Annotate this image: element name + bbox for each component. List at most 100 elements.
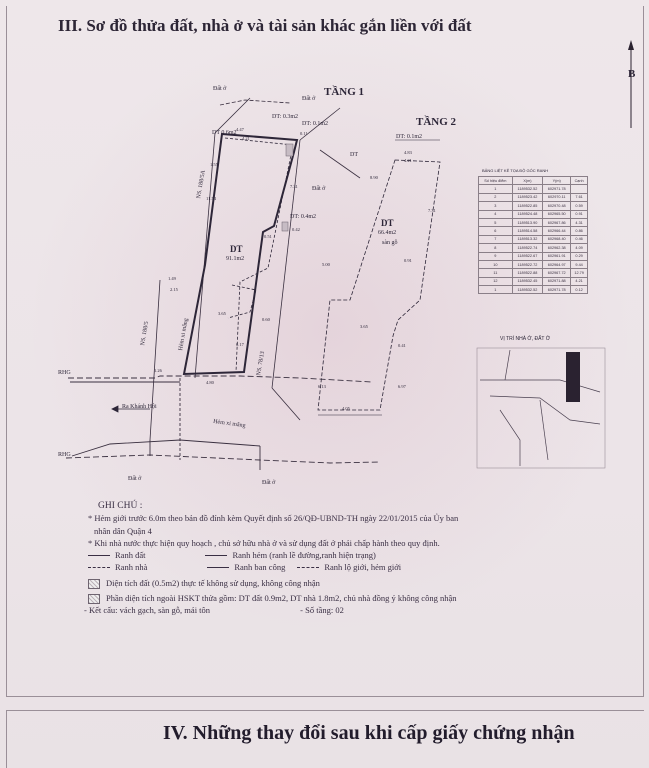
floor2-area-small: DT: [350, 152, 358, 158]
area-label-01: DT: 0.1m2: [302, 121, 329, 127]
coord-cell: 10: [478, 259, 513, 270]
dimension-label: 4.21: [242, 136, 250, 141]
road-direction-label: Ra Khánh Hội: [122, 404, 157, 410]
coord-cell: 2: [478, 192, 513, 203]
coord-cell: 1189524.48: [511, 209, 544, 219]
north-label: B: [628, 68, 636, 80]
coord-cell: 1189532.45: [511, 276, 544, 287]
coord-cell: 7: [478, 234, 513, 245]
note-line: Diện tích đất (0.5m2) thực tế không sử d…: [106, 577, 320, 588]
notes-heading: GHI CHÚ :: [98, 501, 143, 511]
road-boundary-top: [68, 375, 373, 383]
main-area-label: DT: [230, 244, 243, 254]
note-line: * Khi nhà nước thực hiện quy hoạch , chủ…: [88, 537, 440, 548]
dimension-label: 2.15: [170, 287, 178, 292]
hatch-swatch: [88, 594, 100, 605]
coord-cell: 602970.48: [542, 201, 572, 211]
coord-header: Số hiệu điểm: [478, 175, 513, 186]
north-arrow-icon: [628, 40, 634, 128]
legend-solid-line: [88, 554, 110, 556]
section-title: III. Sơ đồ thửa đất, nhà ở và tài sản kh…: [58, 16, 472, 35]
coord-cell: 0.29: [570, 251, 588, 261]
coord-table-caption: BẢNG LIỆT KÊ TỌA ĐỘ GÓC RANH: [482, 168, 549, 173]
frame-section4-left: [6, 710, 7, 768]
coord-cell: 0.12: [570, 285, 588, 295]
road-boundary-bottom: [65, 454, 381, 464]
location-marker: [566, 352, 580, 402]
coord-header: Y(m): [542, 175, 572, 186]
legend-thin-line: [207, 567, 230, 569]
coord-header: X(m): [511, 175, 544, 186]
parcel-floor-1: [182, 132, 299, 376]
floor2-area-label: DT: [381, 218, 394, 228]
coord-cell: 4.09: [570, 243, 588, 253]
coord-cell: 1189523.42: [511, 192, 544, 203]
dimension-label: 0.42: [292, 227, 300, 232]
floor2-floor-type: sàn gỗ: [382, 240, 398, 246]
legend-row-2: Ranh nhà Ranh ban công Ranh lộ giới, hẻm…: [88, 561, 628, 573]
coord-cell: 602967.72: [542, 268, 572, 278]
dimension-label: 4.21: [404, 158, 412, 163]
coord-cell: 1189522.88: [511, 268, 544, 278]
coord-cell: 0.91: [570, 209, 588, 219]
coord-cell: 602961.91: [542, 251, 572, 261]
coord-cell: 6: [478, 226, 513, 236]
coord-cell: 602962.38: [542, 243, 572, 253]
legend-dash-line: [88, 567, 110, 569]
coord-cell: 12: [478, 276, 513, 287]
coord-cell: 4: [478, 209, 513, 219]
coord-cell: 602967.86: [542, 217, 572, 228]
legend-label: Ranh lộ giới, hẻm giới: [324, 562, 402, 573]
frame-right: [643, 6, 644, 696]
coord-cell: 0.86: [570, 226, 588, 236]
coord-cell: 1189522.74: [511, 243, 544, 253]
legend-label: Ranh nhà: [115, 562, 148, 573]
floor-1-label: TẦNG 1: [324, 86, 365, 98]
dimension-label: 6.17: [236, 342, 244, 347]
dimension-label: 4.05: [342, 406, 350, 411]
coord-cell: 5: [478, 217, 513, 228]
coord-cell: 4.31: [570, 217, 588, 228]
coord-cell: 602971.88: [542, 276, 572, 287]
floor2-area-01: DT: 0.1m2: [396, 134, 423, 140]
frame-bottom: [6, 696, 644, 697]
coord-cell: 1189522.85: [511, 201, 544, 211]
coord-cell: [570, 184, 588, 194]
neighbor-label-1: Đất ở: [213, 86, 227, 92]
dimension-label: 6.97: [398, 384, 406, 389]
coord-cell: 12.79: [570, 268, 588, 278]
coord-cell: 602968.40: [542, 234, 572, 245]
dimension-label: 6.13: [318, 384, 326, 389]
coord-cell: 1189522.72: [511, 259, 544, 270]
coord-cell: 1189513.90: [511, 217, 544, 228]
dimension-label: 4.80: [206, 380, 214, 385]
legend-dash-line: [297, 567, 320, 569]
next-section-title: IV. Những thay đổi sau khi cấp giấy chứn…: [163, 722, 575, 744]
neighbor-label-2: Đất ở: [302, 96, 316, 102]
dimension-label: 11.54: [206, 196, 216, 201]
coord-cell: 602971.78: [542, 285, 572, 295]
coord-cell: 8: [478, 243, 513, 253]
coord-cell: 1189532.52: [511, 285, 544, 295]
dimension-label: 3.65: [218, 311, 226, 316]
north-arrow: [624, 40, 638, 130]
dimension-label: 4.83: [404, 150, 412, 155]
coord-cell: 11: [478, 268, 513, 278]
dimension-label: 7.31: [428, 208, 436, 213]
coord-cell: 1189532.52: [511, 184, 544, 194]
coord-cell: 0.46: [570, 234, 588, 245]
coord-cell: 9.44: [570, 259, 588, 270]
parcel-floor-2: [317, 159, 441, 411]
coord-cell: 602966.44: [542, 226, 572, 236]
legend-label: Ranh hẻm (ranh lề đường,ranh hiện trạng): [232, 550, 376, 561]
